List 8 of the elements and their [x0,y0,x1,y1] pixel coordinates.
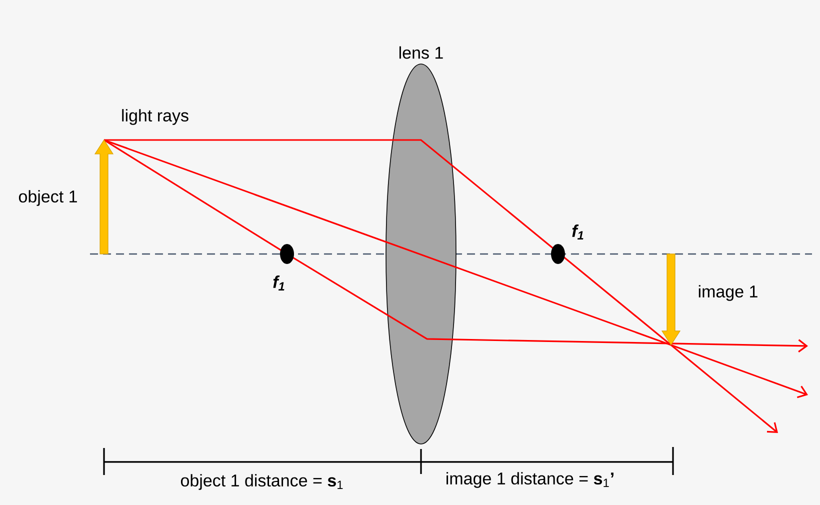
distance-label: image 1 distance = s$_{1}$’ [446,472,614,488]
focal-label: f$_{1}$ [273,276,284,290]
object-label: object 1 [18,190,77,206]
ray-label: light rays [122,109,188,125]
image-label: image 1 [698,285,758,301]
lens-label: lens 1 [399,46,443,59]
distance-label: object 1 distance = s$_{1}$ [180,474,343,490]
focal-label: f$_{1}$ [572,224,584,240]
